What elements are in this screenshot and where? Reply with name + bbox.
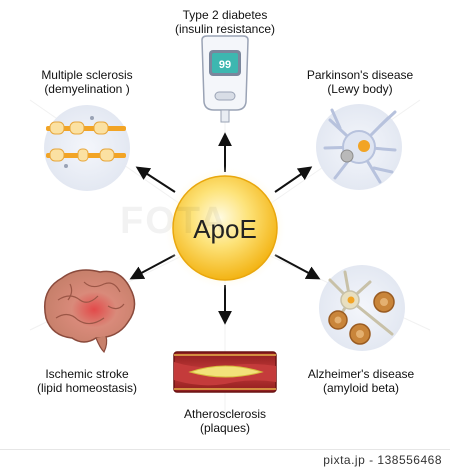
label-stroke-subtitle: (lipid homeostasis) (36, 381, 138, 395)
arrow-alzheimers (274, 254, 321, 280)
label-type2: Type 2 diabetes (insulin resistance) (140, 8, 310, 36)
label-ms: Multiple sclerosis (demyelination ) (2, 68, 172, 96)
label-ms-subtitle: (demyelination ) (44, 82, 130, 96)
label-alzheimers-title: Alzheimer's disease (307, 367, 415, 381)
glucometer-reading: 99 (219, 59, 231, 71)
footer-credit-bar: pixta.jp - 138556468 (0, 449, 450, 469)
label-parkinsons-subtitle: (Lewy body) (327, 82, 393, 96)
label-alzheimers-subtitle: (amyloid beta) (322, 381, 400, 395)
label-ms-title: Multiple sclerosis (41, 68, 133, 82)
brain-icon (44, 269, 136, 354)
artery-plaque-icon (173, 351, 277, 393)
glucometer-icon: 99 (201, 35, 249, 123)
arrow-ms (135, 166, 176, 193)
demyelinated-nerve-icon (44, 105, 130, 191)
footer-credit: pixta.jp - 138556468 (323, 453, 442, 467)
label-parkinsons: Parkinson's disease (Lewy body) (275, 68, 445, 96)
lewy-body-neuron-icon (316, 104, 402, 190)
hub-label: ApoE (193, 214, 257, 244)
label-type2-title: Type 2 diabetes (182, 8, 268, 22)
label-parkinsons-title: Parkinson's disease (306, 68, 414, 82)
arrow-parkinsons (274, 166, 313, 193)
label-alzheimers: Alzheimer's disease (amyloid beta) (276, 367, 446, 395)
label-athero: Atherosclerosis (plaques) (140, 407, 310, 435)
arrows (129, 132, 321, 325)
label-athero-title: Atherosclerosis (183, 407, 267, 421)
label-athero-subtitle: (plaques) (199, 421, 251, 435)
label-stroke-title: Ischemic stroke (45, 367, 129, 381)
apoe-hub: ApoE (163, 166, 287, 290)
watermark: FOTA (120, 200, 229, 242)
arrow-stroke (129, 254, 176, 280)
amyloid-plaque-neuron-icon (319, 265, 405, 351)
label-type2-subtitle: (insulin resistance) (174, 22, 276, 36)
label-stroke: Ischemic stroke (lipid homeostasis) (2, 367, 172, 395)
